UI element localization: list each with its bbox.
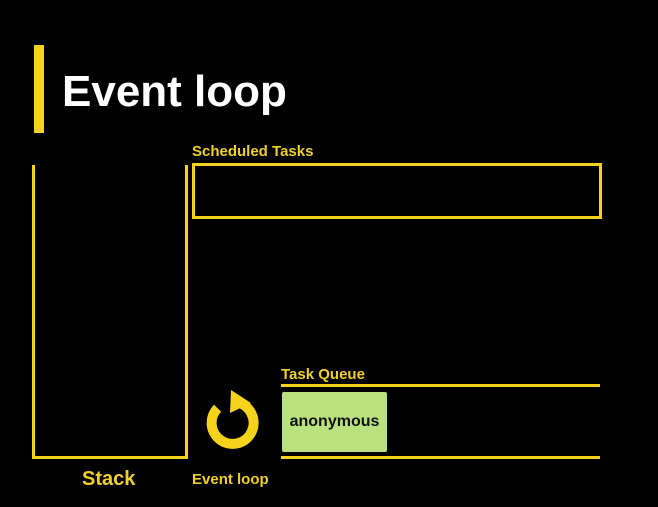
event-loop-label: Event loop: [192, 471, 269, 488]
task-queue-bottom-border: [281, 456, 600, 459]
task-queue-label: Task Queue: [281, 366, 365, 383]
scheduled-tasks-box: [192, 163, 602, 219]
title-accent-bar: [34, 45, 44, 133]
task-queue-item: anonymous: [282, 392, 387, 452]
rotate-arrow-icon: [206, 390, 259, 449]
task-queue-top-border: [281, 384, 600, 387]
stack-box: [32, 165, 188, 459]
stack-label: Stack: [82, 468, 136, 490]
page-title: Event loop: [62, 67, 287, 116]
scheduled-tasks-label: Scheduled Tasks: [192, 143, 314, 160]
